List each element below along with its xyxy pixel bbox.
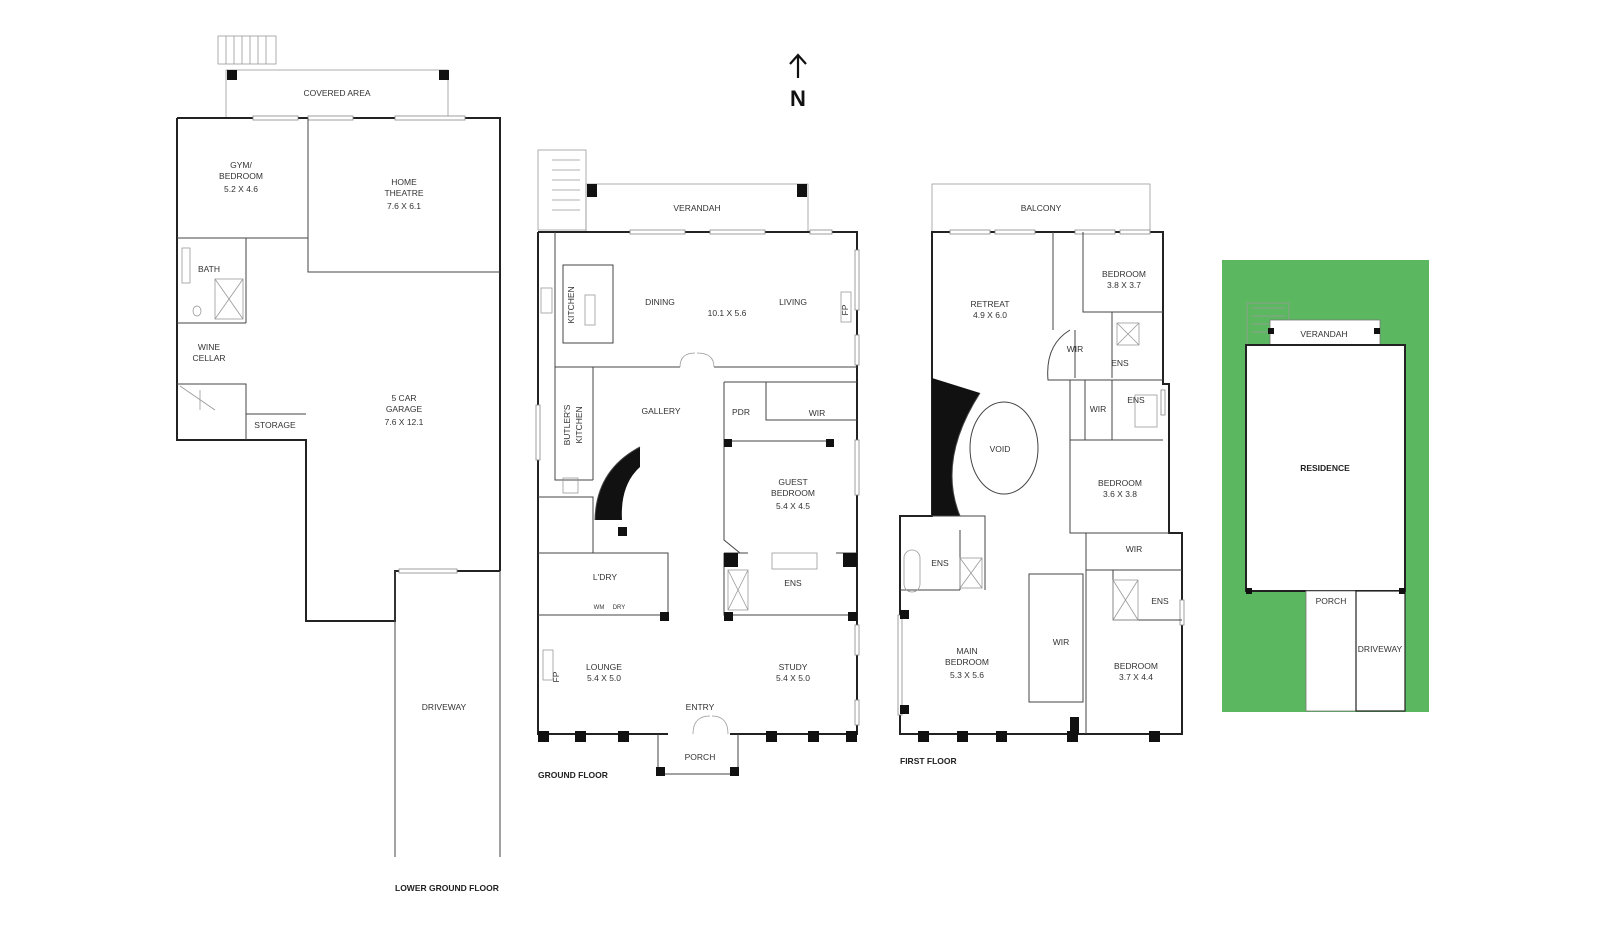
ens-label: ENS bbox=[784, 578, 802, 588]
fireplace-label: FP bbox=[840, 304, 850, 315]
garage-dimension: 7.6 X 12.1 bbox=[385, 417, 424, 427]
site-porch-label: PORCH bbox=[1316, 596, 1347, 606]
bedroom-3-label: BEDROOM bbox=[1114, 661, 1158, 671]
site-verandah-label: VERANDAH bbox=[1300, 329, 1347, 339]
ground-floor-plan: VERANDAH bbox=[535, 149, 860, 780]
ens-1-label: ENS bbox=[1111, 358, 1129, 368]
balcony-label: BALCONY bbox=[1021, 203, 1062, 213]
fireplace-label-2: FP bbox=[551, 671, 561, 682]
gallery-label: GALLERY bbox=[641, 406, 680, 416]
guest-label: GUEST bbox=[778, 477, 807, 487]
verandah-label: VERANDAH bbox=[673, 203, 720, 213]
bedroom-2-label: BEDROOM bbox=[1098, 478, 1142, 488]
guest-dimension: 5.4 X 4.5 bbox=[776, 501, 810, 511]
retreat-dimension: 4.9 X 6.0 bbox=[973, 310, 1007, 320]
bath-label: BATH bbox=[198, 264, 220, 274]
bedroom-3-dimension: 3.7 X 4.4 bbox=[1119, 672, 1153, 682]
north-arrow: N bbox=[789, 53, 807, 111]
theatre-label-2: THEATRE bbox=[384, 188, 423, 198]
wir-4-label: WIR bbox=[1053, 637, 1070, 647]
porch-label: PORCH bbox=[685, 752, 716, 762]
ground-floor-title: GROUND FLOOR bbox=[538, 770, 608, 780]
guest-label-2: BEDROOM bbox=[771, 488, 815, 498]
theatre-label: HOME bbox=[391, 177, 417, 187]
entry-label: ENTRY bbox=[686, 702, 715, 712]
site-driveway-label: DRIVEWAY bbox=[1358, 644, 1403, 654]
wir-2-label: WIR bbox=[1090, 404, 1107, 414]
storage-label: STORAGE bbox=[254, 420, 296, 430]
first-floor-title: FIRST FLOOR bbox=[900, 756, 957, 766]
wir-label: WIR bbox=[809, 408, 826, 418]
wir-3-label: WIR bbox=[1126, 544, 1143, 554]
pdr-label: PDR bbox=[732, 407, 750, 417]
arrow-up-icon bbox=[789, 53, 807, 78]
ens-4-label: ENS bbox=[1151, 596, 1169, 606]
study-label: STUDY bbox=[779, 662, 808, 672]
main-bedroom-label: MAIN bbox=[956, 646, 977, 656]
laundry-label: L'DRY bbox=[593, 572, 617, 582]
living-dimension: 10.1 X 5.6 bbox=[708, 308, 747, 318]
living-label: LIVING bbox=[779, 297, 807, 307]
bedroom-1-label: BEDROOM bbox=[1102, 269, 1146, 279]
driveway-label: DRIVEWAY bbox=[422, 702, 467, 712]
theatre-dimension: 7.6 X 6.1 bbox=[387, 201, 421, 211]
gym-label: GYM/ bbox=[230, 160, 252, 170]
lower-ground-floor-plan: COVERED AREA GYM/ BEDROOM 5.2 X 4.6 HOME… bbox=[176, 35, 501, 893]
wm-label: WM bbox=[594, 605, 605, 611]
first-floor-plan: BALCONY bbox=[897, 183, 1185, 766]
north-label: N bbox=[790, 86, 806, 111]
bedroom-2-dimension: 3.6 X 3.8 bbox=[1103, 489, 1137, 499]
stairs bbox=[217, 35, 277, 65]
wine-label-2: CELLAR bbox=[192, 353, 225, 363]
kitchen-label: KITCHEN bbox=[566, 286, 576, 323]
lounge-dimension: 5.4 X 5.0 bbox=[587, 673, 621, 683]
residence-label: RESIDENCE bbox=[1300, 463, 1350, 473]
ens-2-label: ENS bbox=[1127, 395, 1145, 405]
gym-dimension: 5.2 X 4.6 bbox=[224, 184, 258, 194]
bedroom-1-dimension: 3.8 X 3.7 bbox=[1107, 280, 1141, 290]
wir-1-label: WIR bbox=[1067, 344, 1084, 354]
garage-label-2: GARAGE bbox=[386, 404, 423, 414]
butlers-label: BUTLER'S bbox=[562, 404, 572, 445]
butlers-label-2: KITCHEN bbox=[574, 406, 584, 443]
covered-area-label: COVERED AREA bbox=[303, 88, 370, 98]
retreat-label: RETREAT bbox=[970, 299, 1009, 309]
lounge-label: LOUNGE bbox=[586, 662, 622, 672]
study-dimension: 5.4 X 5.0 bbox=[776, 673, 810, 683]
garage-label: 5 CAR bbox=[391, 393, 416, 403]
site-plan: VERANDAH RESIDENCE PORCH DRIVEWAY bbox=[1222, 260, 1429, 712]
ens-3-label: ENS bbox=[931, 558, 949, 568]
wine-label: WINE bbox=[198, 342, 221, 352]
lower-ground-title: LOWER GROUND FLOOR bbox=[395, 883, 499, 893]
void-label: VOID bbox=[990, 444, 1011, 454]
main-bedroom-dimension: 5.3 X 5.6 bbox=[950, 670, 984, 680]
residence bbox=[1245, 344, 1406, 592]
main-bedroom-label-2: BEDROOM bbox=[945, 657, 989, 667]
dry-label: DRY bbox=[613, 605, 626, 611]
dining-label: DINING bbox=[645, 297, 675, 307]
gym-label-2: BEDROOM bbox=[219, 171, 263, 181]
